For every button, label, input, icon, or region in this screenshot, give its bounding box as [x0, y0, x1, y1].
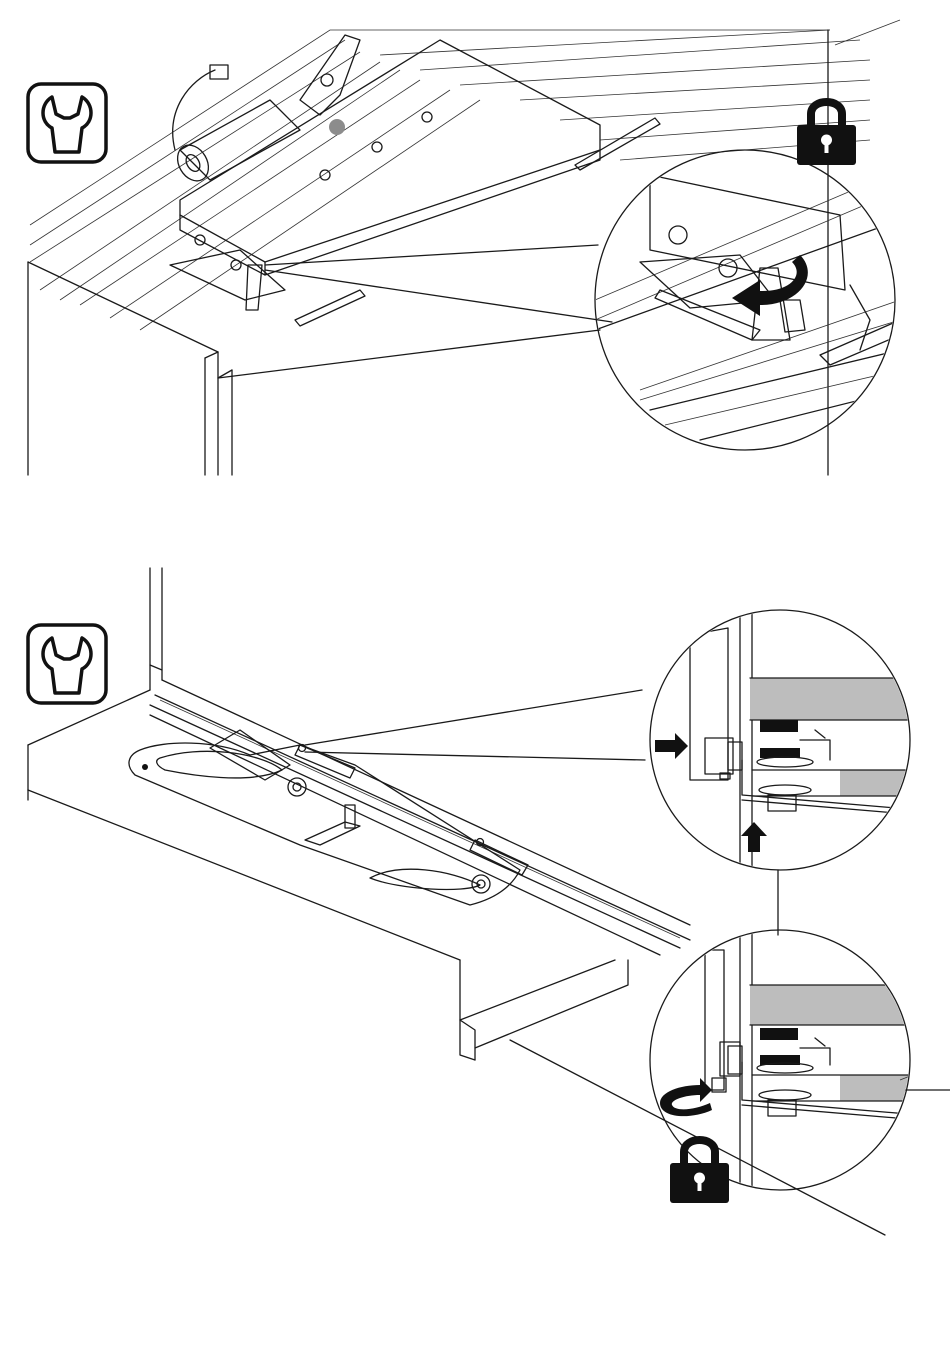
detail-leader-line: [265, 245, 598, 265]
indicator-dot: [329, 119, 345, 135]
cabinet-walls: [28, 568, 950, 1235]
motor-housing: [170, 35, 660, 326]
cabinet-side-panels: [28, 262, 600, 475]
detail-magnifier-lock-lever: [595, 150, 900, 450]
step-2-panel: [28, 568, 950, 1235]
detail-leader-line: [305, 752, 645, 760]
rotate-arrow-icon: [732, 255, 808, 316]
step-1-panel: [28, 20, 900, 475]
screw-head: [320, 170, 330, 180]
wrench-icon: [28, 84, 106, 162]
detail-leader-line: [265, 270, 612, 322]
connector-plug: [210, 65, 228, 79]
padlock-icon: [797, 102, 856, 165]
detail-magnifier-bracket-insertion: [650, 610, 920, 880]
ceiling-rail-track: [30, 20, 900, 475]
detail-magnifier-screw-tightening: [650, 930, 950, 1200]
push-right-arrow-icon: [655, 733, 688, 759]
detail-leader-line: [305, 690, 642, 745]
push-up-arrow-icon: [741, 822, 767, 852]
screw-head: [422, 112, 432, 122]
tighten-rotate-arrow-icon: [660, 1078, 712, 1116]
screw-head: [372, 142, 382, 152]
wrench-icon: [28, 625, 106, 703]
